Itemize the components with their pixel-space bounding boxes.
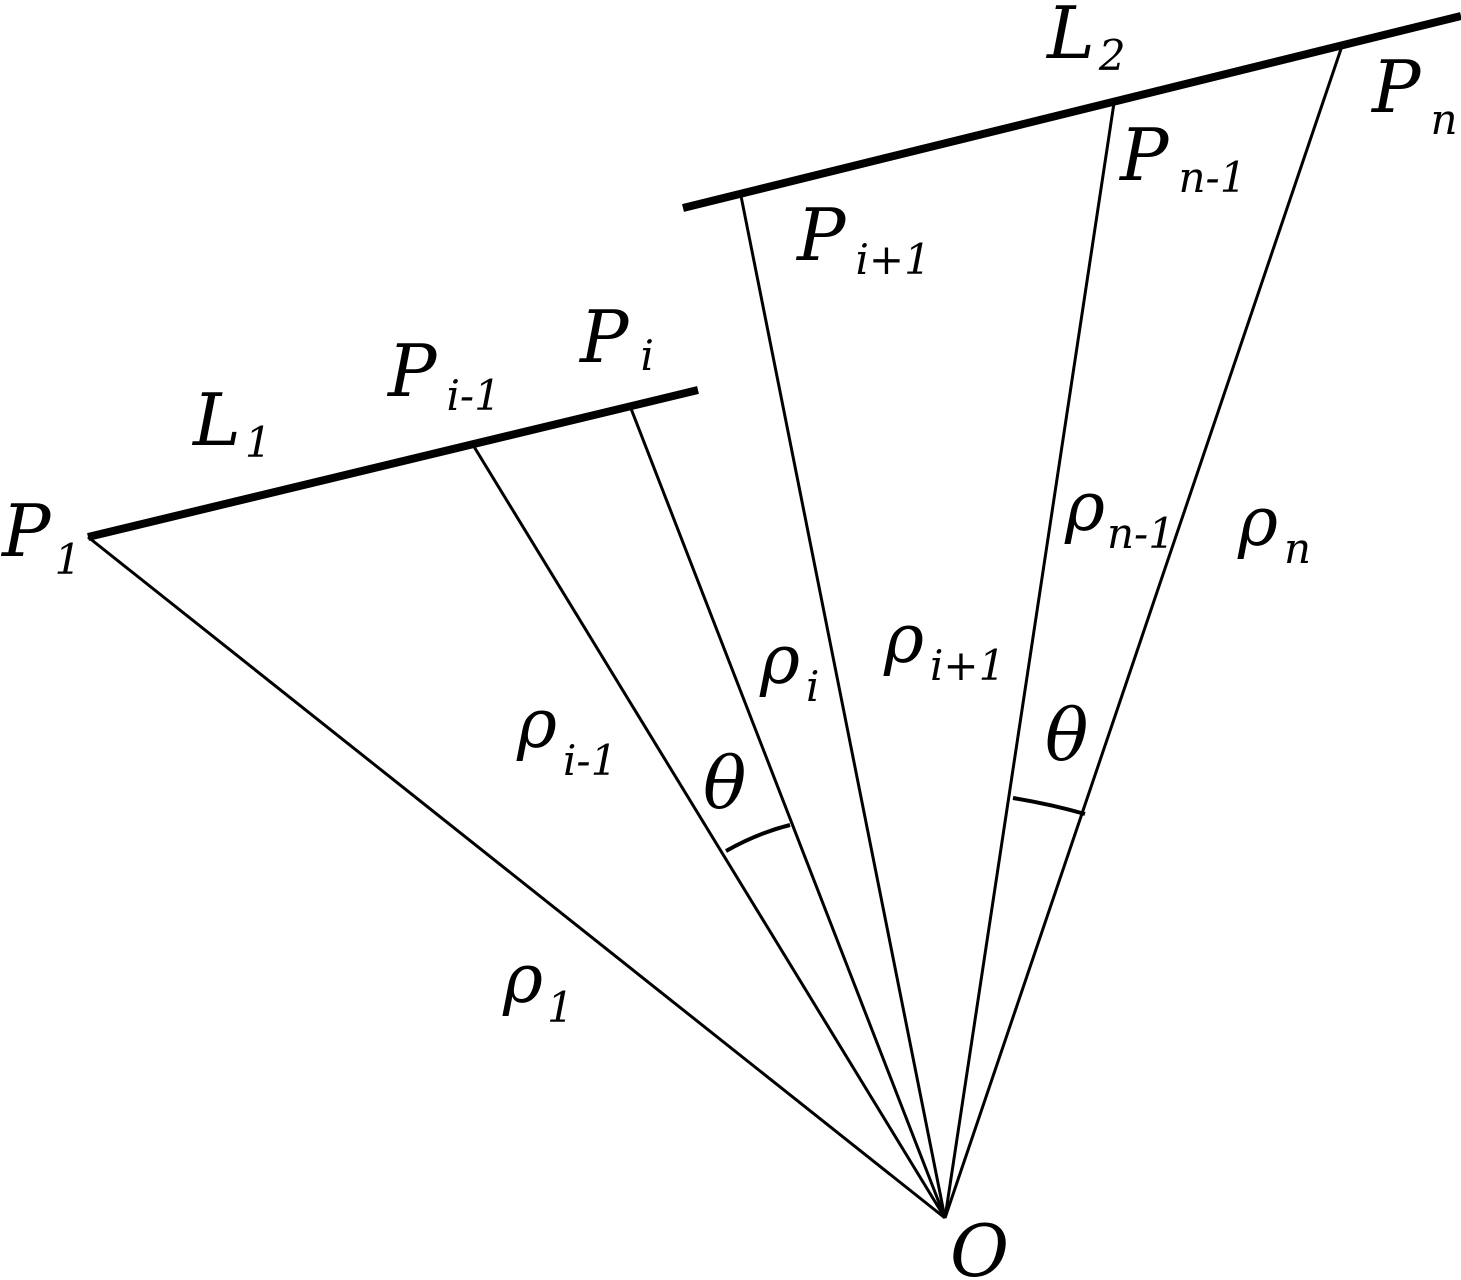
ray-rho-1 <box>87 535 946 1220</box>
label-rho-n-1: ρn-1 <box>1064 468 1175 558</box>
ray-rho-n <box>943 45 1344 1219</box>
ray-rho-i <box>628 405 947 1219</box>
label-theta-left: θ <box>703 741 746 825</box>
label-theta-right: θ <box>1045 693 1088 777</box>
label-rho-1: ρ1 <box>502 940 574 1032</box>
angle-arc-left <box>725 823 791 853</box>
segment-l1 <box>87 386 699 541</box>
label-o: O <box>950 1209 1009 1280</box>
segment-l2 <box>682 12 1461 212</box>
angle-arc-right <box>1012 796 1086 816</box>
label-l1: L1 <box>191 378 272 467</box>
ray-rho-n-1 <box>943 102 1116 1219</box>
label-p-1: P1 <box>0 489 81 584</box>
ray-rho-i-1 <box>471 444 947 1219</box>
ray-rho-i+1 <box>739 195 947 1219</box>
label-l2: L2 <box>1045 0 1126 80</box>
